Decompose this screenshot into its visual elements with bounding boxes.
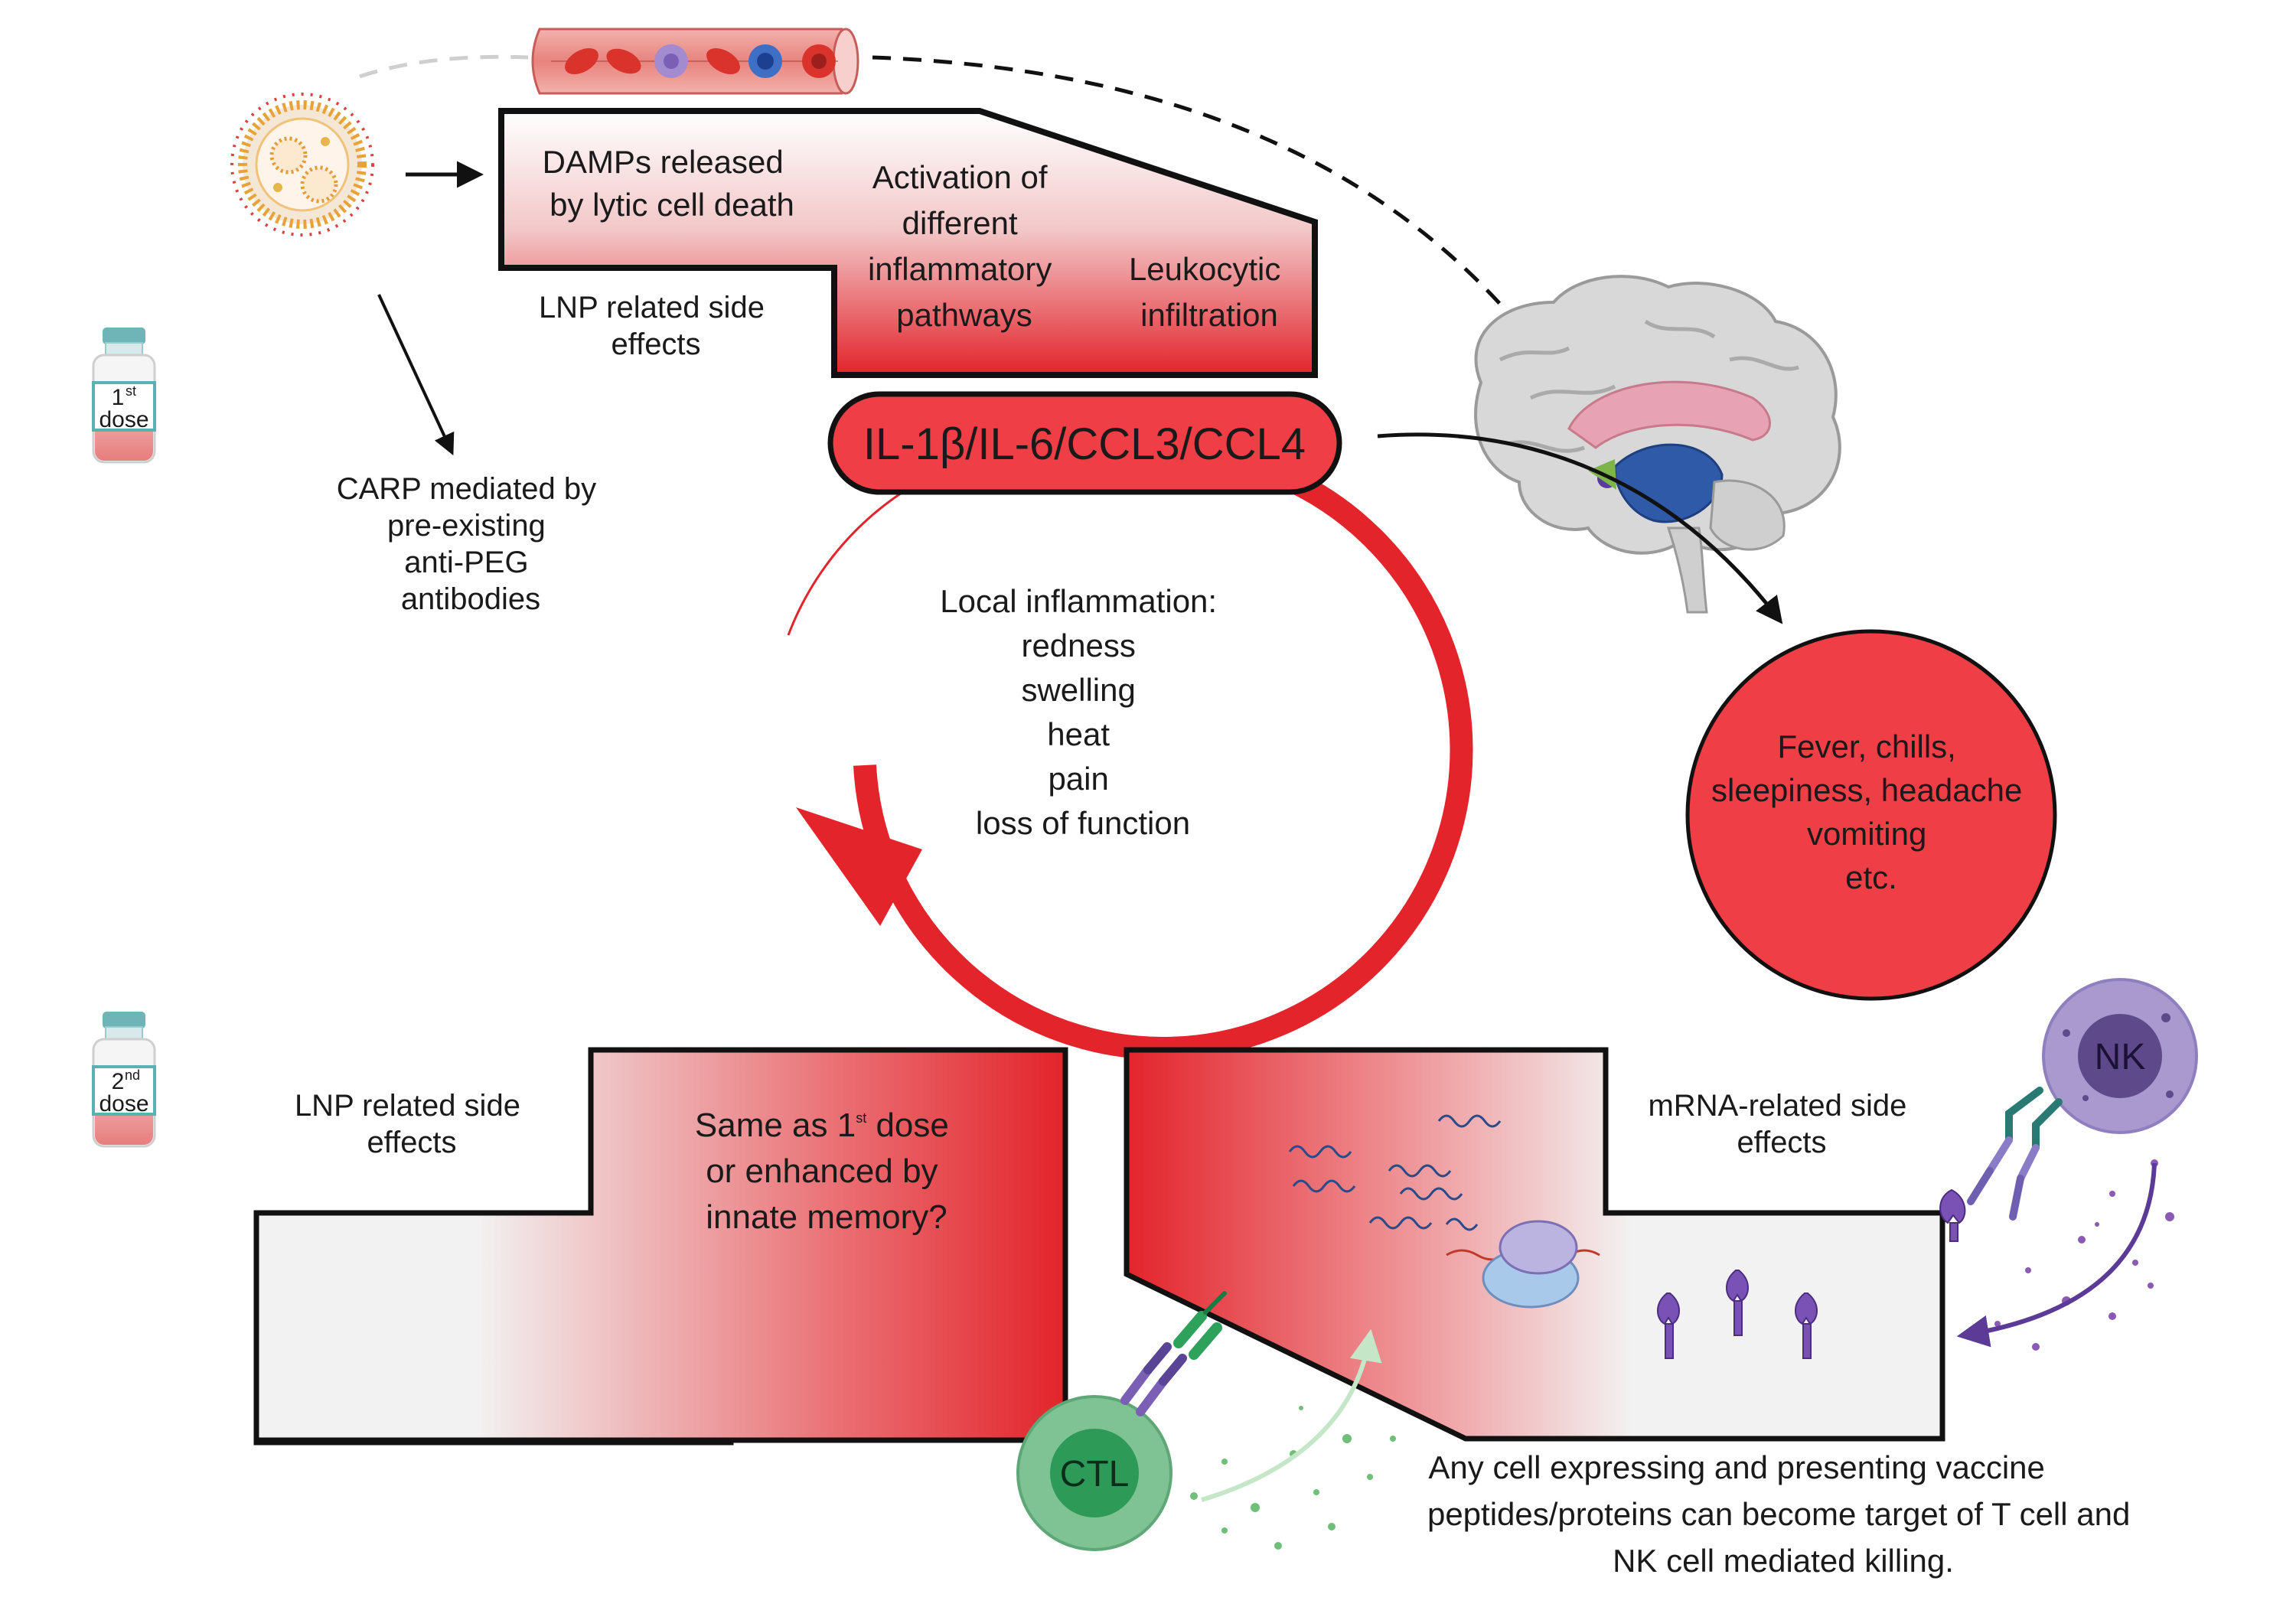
lipid-nanoparticle-icon: [230, 93, 374, 236]
cytokine-badge: [827, 391, 1342, 495]
vial-2-word: dose: [99, 1091, 148, 1116]
vial-1-suffix: st: [126, 383, 136, 399]
vaccine-vial-icon: 2 nd dose: [92, 1012, 156, 1148]
activation-text: Activation of different inflammatory pat…: [868, 159, 1061, 333]
ctl-label: CTL: [1060, 1454, 1130, 1495]
vial-1-number: 1: [112, 385, 125, 410]
blood-vessel-icon: [531, 28, 859, 95]
lnp-side-effects-label-2: LNP related side effects: [295, 1089, 529, 1159]
ctl-cytotoxic-granules: [1190, 1406, 1396, 1550]
damps-text: DAMPs released by lytic cell death: [543, 144, 794, 223]
vial-2-suffix: nd: [125, 1068, 140, 1083]
lnp-side-effects-label-1: LNP related side effects: [539, 291, 773, 361]
ribosome-icon: [1446, 1220, 1600, 1309]
lnp-to-vessel-dashed-path: [359, 54, 529, 79]
ctl-killing-arrow: [1201, 1328, 1382, 1502]
local-inflammation-text: Local inflammation: redness swelling hea…: [940, 583, 1226, 841]
mrna-strand-icon: [1288, 1114, 1502, 1231]
same-as-first-dose-text: Same as 1st dose or enhanced by innate m…: [695, 1107, 958, 1236]
carp-text: CARP mediated by pre-existing anti-PEG a…: [337, 472, 605, 616]
nk-receptor: [1967, 1087, 2063, 1221]
first-dose-lnp-panel: [498, 108, 1318, 378]
inflammation-cycle-arc: [853, 440, 1473, 1060]
nk-cell: NK: [2042, 978, 2198, 1134]
nk-cytotoxic-granules: [1994, 1159, 2174, 1351]
systemic-symptoms-circle: [1685, 629, 2057, 1001]
systemic-symptoms-text: Fever, chills, sleepiness, headache vomi…: [1711, 729, 2031, 895]
nk-killing-arrow: [1956, 1162, 2157, 1348]
vial-2-number: 2: [112, 1069, 125, 1094]
ctl-cell: CTL: [1016, 1395, 1172, 1551]
inflammation-cycle-arrowhead: [796, 807, 922, 926]
cytokines-to-brain-arrow: [1377, 432, 1783, 624]
nk-label: NK: [2095, 1037, 2146, 1077]
ctl-receptor: [1120, 1291, 1227, 1416]
brain-icon: [1474, 275, 1841, 614]
cell-killing-text: Any cell expressing and presenting vacci…: [1427, 1449, 2139, 1579]
cytokine-text: IL-1β/IL-6/CCL3/CCL4: [863, 419, 1306, 469]
lnp-to-carp-arrow: [377, 294, 455, 456]
mrna-side-effects-label: mRNA-related side effects: [1648, 1089, 1915, 1159]
leukocytic-text: Leukocytic infiltration: [1129, 251, 1290, 333]
spike-protein-icon: [1657, 1188, 1966, 1359]
vial-1-word: dose: [99, 407, 148, 432]
vaccine-vial-icon: 1 st dose: [92, 328, 156, 464]
